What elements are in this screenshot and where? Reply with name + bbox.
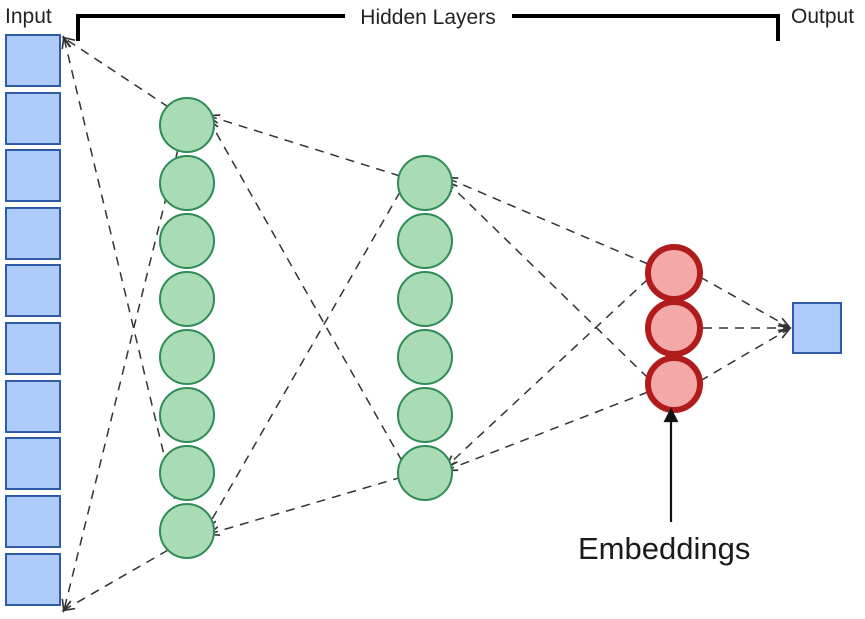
input-node[interactable] xyxy=(5,264,61,317)
output-layer xyxy=(792,302,842,354)
hidden-layer-1 xyxy=(159,97,215,559)
input-node[interactable] xyxy=(5,380,61,433)
output-label: Output xyxy=(791,5,854,28)
hidden-layer-2 xyxy=(397,155,453,501)
hidden-node[interactable] xyxy=(159,155,215,211)
embeddings-annotation: Embeddings xyxy=(578,407,750,566)
hidden-node[interactable] xyxy=(159,445,215,501)
output-node[interactable] xyxy=(792,302,842,354)
input-node[interactable] xyxy=(5,437,61,490)
embedding-node[interactable] xyxy=(645,299,703,357)
hidden-node[interactable] xyxy=(397,329,453,385)
input-node[interactable] xyxy=(5,207,61,260)
hidden-node[interactable] xyxy=(159,503,215,559)
embedding-node[interactable] xyxy=(645,355,703,413)
hidden-node[interactable] xyxy=(159,387,215,443)
hidden-layers-label: Hidden Layers xyxy=(360,6,495,29)
edges-hidden2-to-embeddings xyxy=(447,178,649,470)
hidden-layers-bracket xyxy=(76,14,780,41)
hidden-node[interactable] xyxy=(397,155,453,211)
hidden-node[interactable] xyxy=(397,213,453,269)
edges-input-to-hidden1 xyxy=(64,38,183,610)
embeddings-label: Embeddings xyxy=(578,531,750,566)
hidden-node[interactable] xyxy=(159,329,215,385)
hidden-node[interactable] xyxy=(159,271,215,327)
embedding-node[interactable] xyxy=(645,244,703,302)
input-node[interactable] xyxy=(5,322,61,375)
input-node[interactable] xyxy=(5,495,61,548)
input-layer xyxy=(5,34,61,606)
input-label: Input xyxy=(5,5,52,28)
edges-embeddings-to-output xyxy=(699,276,789,382)
input-node[interactable] xyxy=(5,92,61,145)
hidden-node[interactable] xyxy=(397,271,453,327)
hidden-node[interactable] xyxy=(397,445,453,501)
input-node[interactable] xyxy=(5,553,61,606)
hidden-node[interactable] xyxy=(397,387,453,443)
edges-hidden1-to-hidden2 xyxy=(207,116,403,534)
input-node[interactable] xyxy=(5,149,61,202)
embedding-layer xyxy=(645,244,703,413)
input-node[interactable] xyxy=(5,34,61,87)
hidden-node[interactable] xyxy=(159,97,215,153)
hidden-node[interactable] xyxy=(159,213,215,269)
